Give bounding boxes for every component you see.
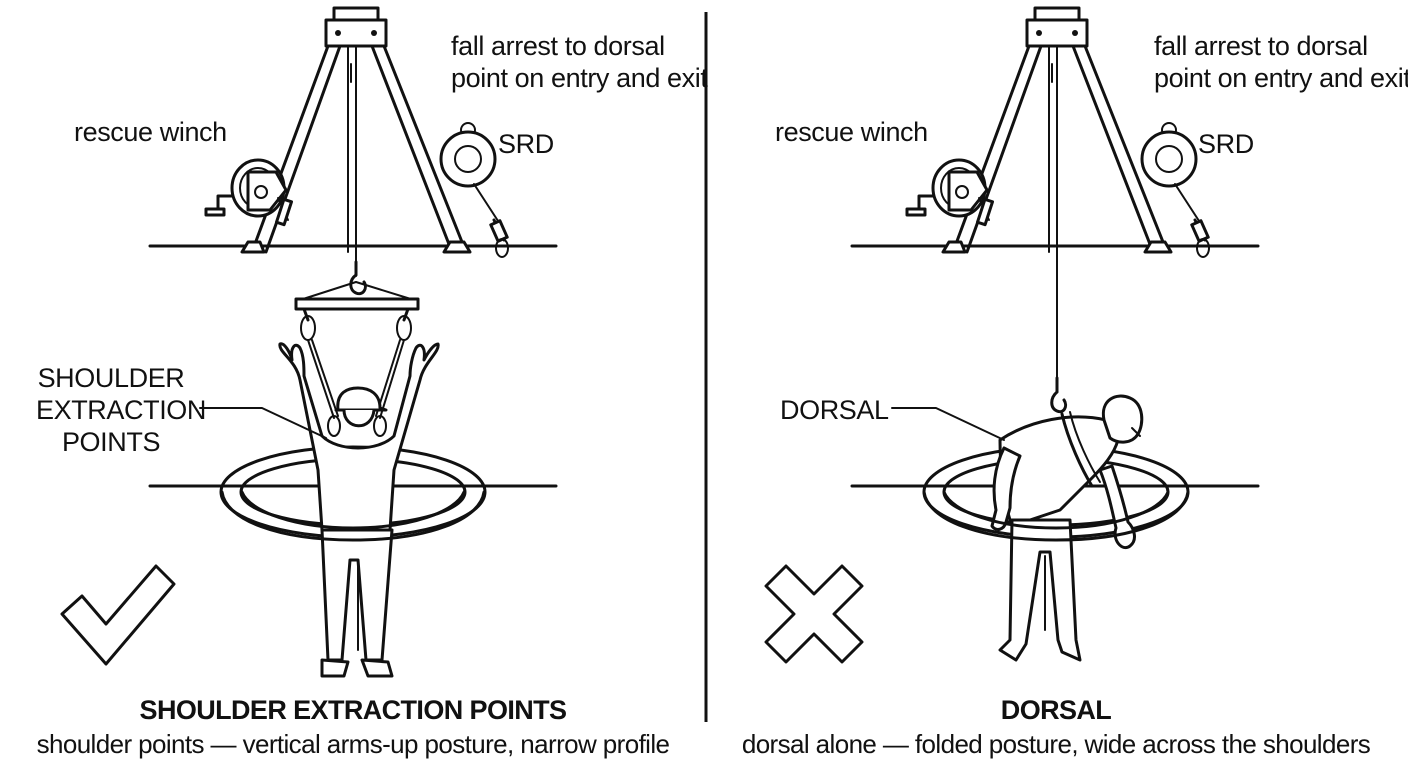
left-hook — [349, 260, 367, 296]
left-worker-figure — [278, 342, 440, 678]
right-fall-arrest-line-2: point on entry and exit — [1154, 63, 1408, 93]
right-worker-figure — [990, 394, 1144, 662]
left-fall-arrest-line-2: point on entry and exit — [451, 63, 708, 93]
right-panel-artwork — [764, 6, 1260, 664]
cross-icon — [764, 564, 864, 664]
left-fall-arrest-label: fall arrest to dorsal point on entry and… — [451, 30, 708, 94]
left-fall-arrest-line-1: fall arrest to dorsal — [451, 31, 665, 61]
right-fall-arrest-line-1: fall arrest to dorsal — [1154, 31, 1368, 61]
left-panel-artwork — [60, 6, 558, 678]
right-rescue-winch-label: rescue winch — [775, 117, 928, 147]
left-attachment-line-3: POINTS — [61, 427, 161, 457]
right-hook — [1050, 376, 1068, 414]
right-caption-subtitle: dorsal alone — folded posture, wide acro… — [741, 729, 1371, 759]
right-srd-label: SRD — [1198, 129, 1254, 159]
checkmark-icon — [60, 564, 176, 666]
left-attachment-line-1: SHOULDER — [37, 363, 185, 393]
left-attachment-label: SHOULDER EXTRACTION POINTS — [36, 362, 207, 458]
left-srd-label: SRD — [498, 129, 554, 159]
right-fall-arrest-label: fall arrest to dorsal point on entry and… — [1154, 30, 1408, 94]
left-caption-subtitle: shoulder points — vertical arms-up postu… — [36, 729, 670, 759]
spreader-bar — [294, 297, 420, 311]
left-rescue-winch-label: rescue winch — [74, 117, 227, 147]
right-attachment-label: DORSAL — [780, 395, 889, 425]
right-callout-line — [891, 407, 1005, 441]
left-attachment-line-2: EXTRACTION — [36, 395, 207, 425]
right-caption-title: DORSAL — [1000, 695, 1112, 725]
left-caption-title: SHOULDER EXTRACTION POINTS — [139, 695, 568, 725]
left-callout-line — [199, 407, 327, 439]
